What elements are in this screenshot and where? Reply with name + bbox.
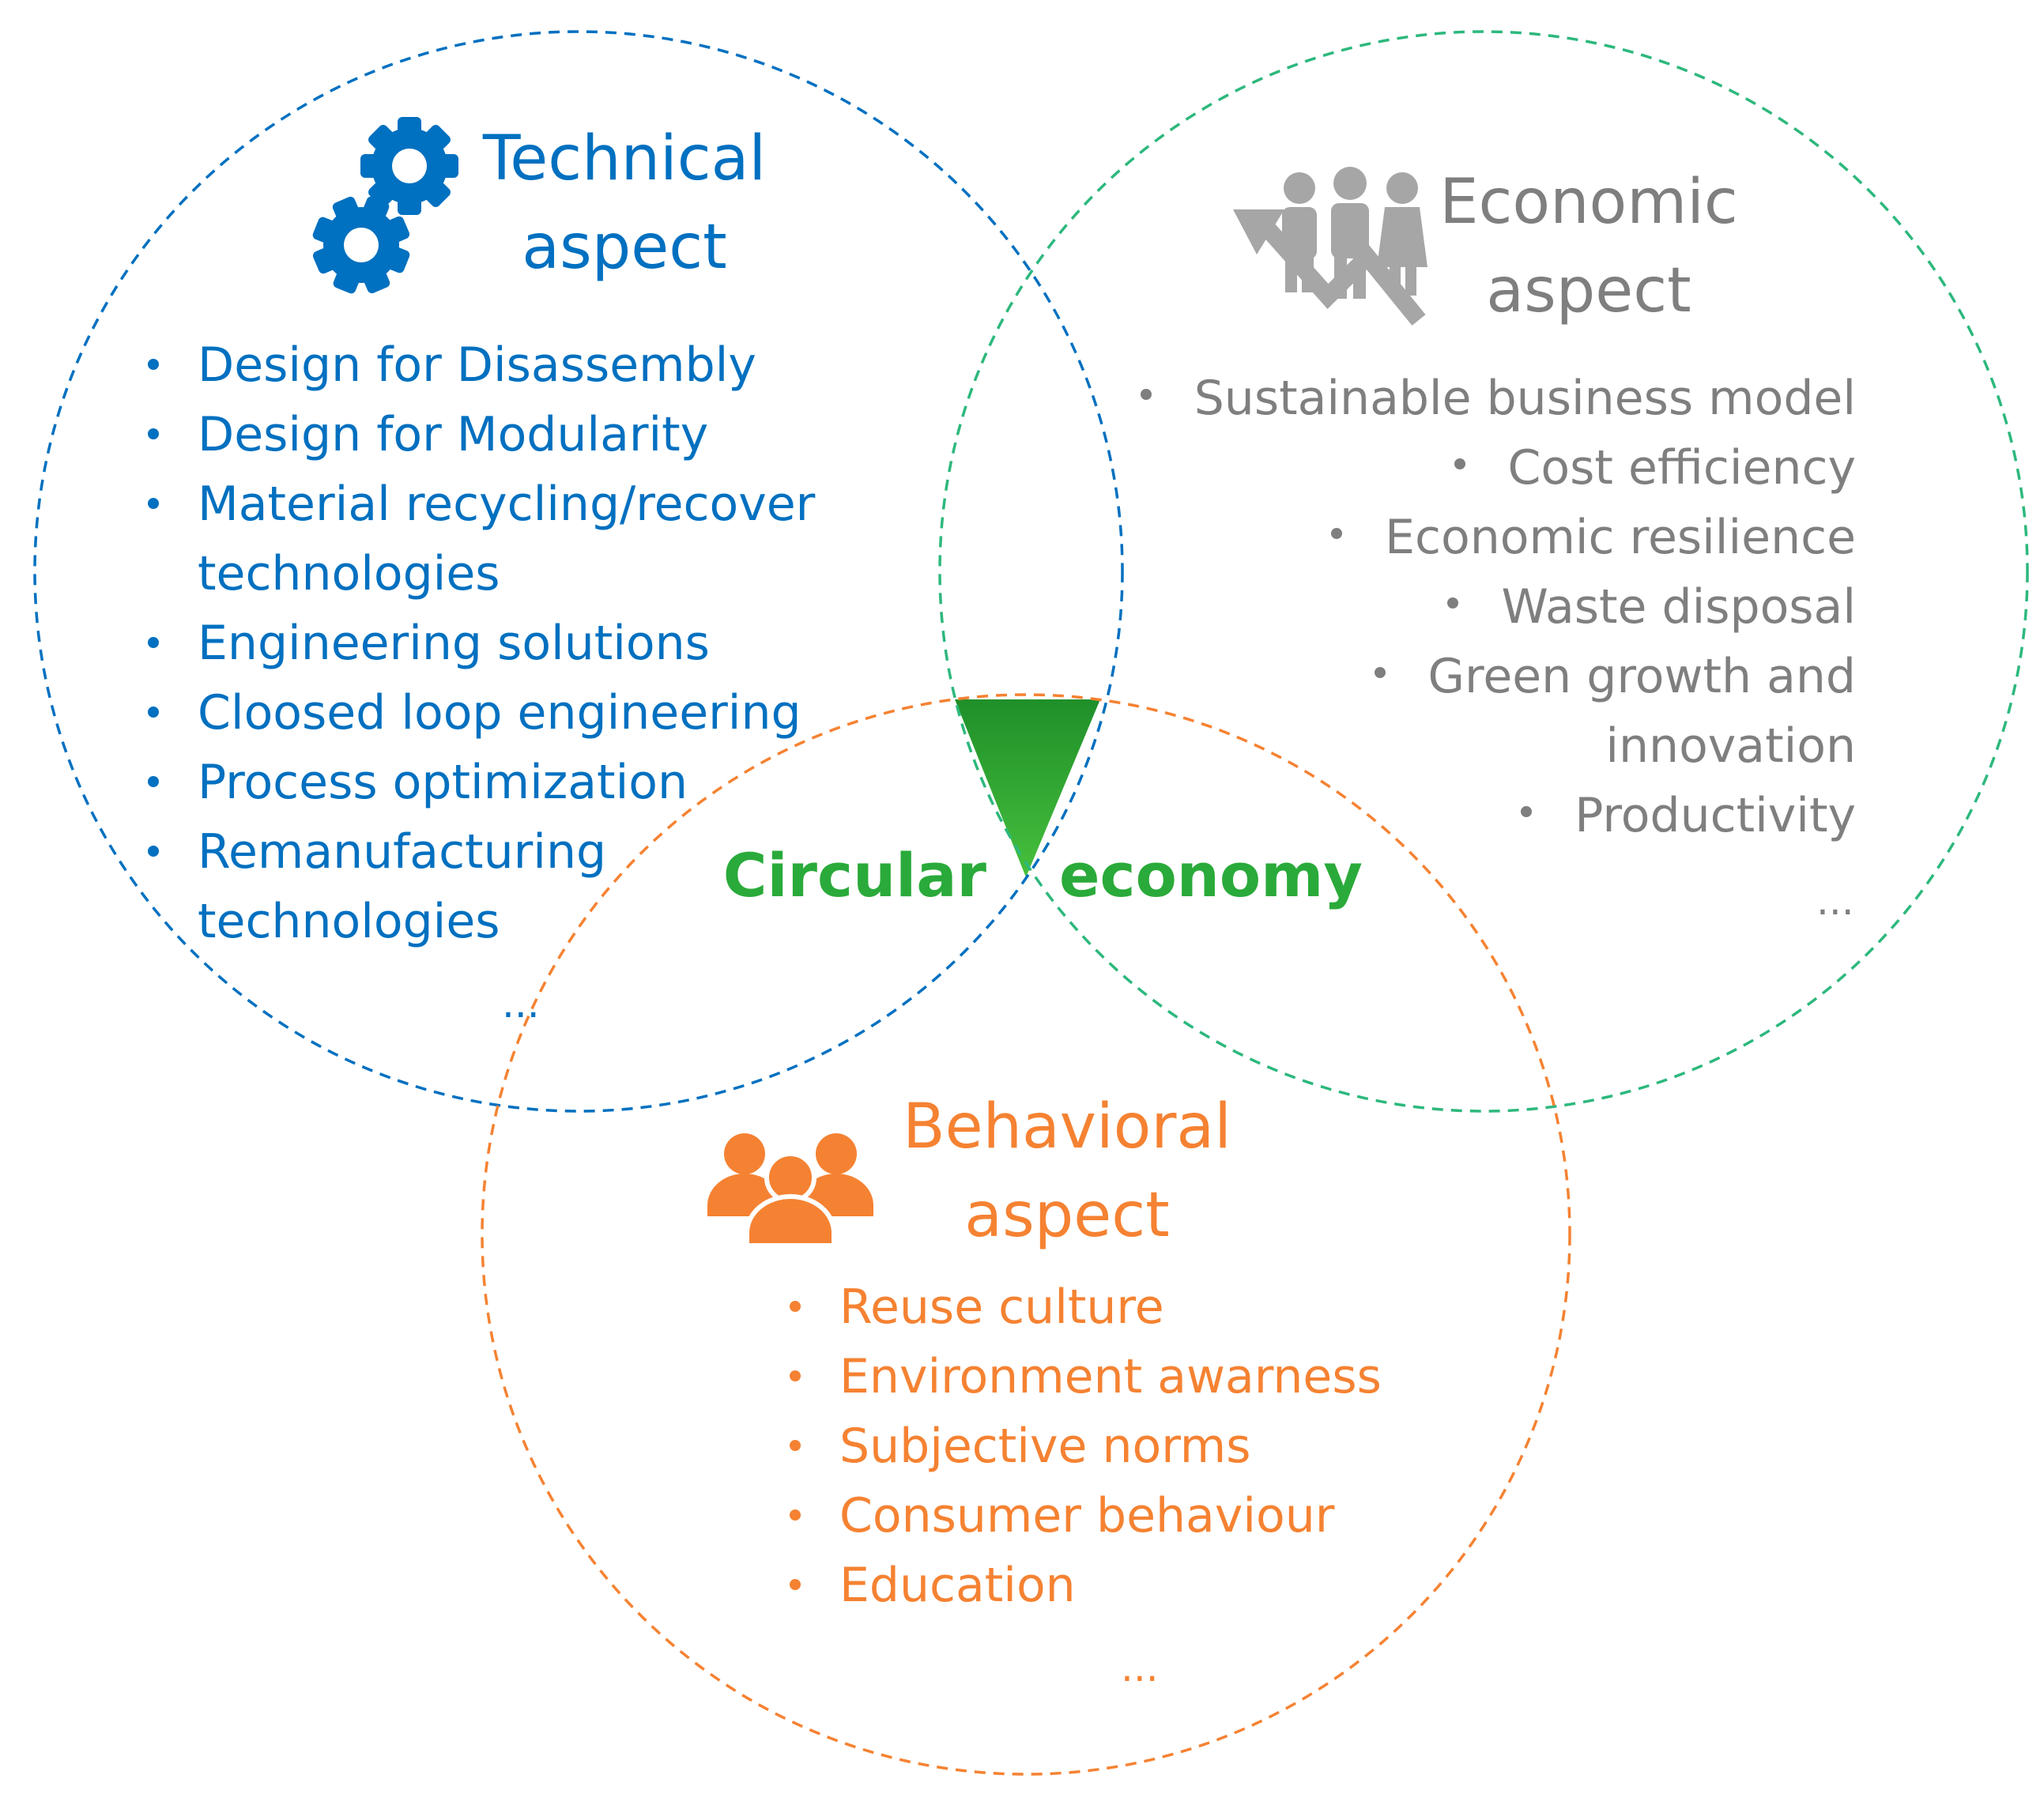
economic-more: ... (1816, 878, 1854, 924)
list-item: Design for Modularity (142, 400, 815, 469)
behavioral-more: ... (1121, 1645, 1159, 1690)
list-item: Cost efficiency (1141, 433, 1856, 503)
list-item: Sustainable business model (1141, 364, 1856, 433)
list-item: Consumer behaviour (784, 1481, 1382, 1551)
list-item: Economic resilience (1141, 503, 1856, 572)
center-triangle-icon (955, 699, 1100, 877)
group-people-icon (707, 1133, 873, 1248)
list-item-continuation: technologies (198, 894, 500, 949)
list-item: Cloosed loop engineering (142, 678, 815, 748)
list-item: Waste disposal (1141, 572, 1856, 642)
behavioral-title-line2: aspect (964, 1180, 1170, 1251)
list-item-continuation: technologies (198, 546, 500, 601)
economic-list: Sustainable business model Cost efficien… (1141, 364, 1856, 850)
economic-heading: Economic aspect (1423, 158, 1755, 335)
list-item: Environment awarness (784, 1342, 1382, 1411)
behavioral-heading: Behavioral aspect (885, 1083, 1249, 1260)
technical-circle (33, 30, 1124, 1113)
circular-label: Circular (722, 840, 986, 910)
technical-more: ... (502, 981, 540, 1027)
list-item: Education (784, 1551, 1382, 1620)
economic-title-line1: Economic (1439, 167, 1738, 238)
economy-label: economy (1059, 840, 1363, 910)
gears-icon (312, 117, 458, 294)
list-item: Design for Disassembly (142, 330, 815, 400)
list-item: Process optimization (142, 748, 815, 817)
technical-list: Design for Disassembly Design for Modula… (142, 330, 815, 956)
behavioral-title-line1: Behavioral (903, 1091, 1231, 1163)
list-item: Reuse culture (784, 1272, 1382, 1342)
technical-heading: Technical aspect (474, 115, 775, 292)
economic-circle (938, 30, 2029, 1113)
economic-title-line2: aspect (1486, 255, 1691, 326)
list-item: Remanufacturing (142, 817, 815, 887)
list-item: Productivity (1141, 781, 1856, 850)
technical-title-line1: Technical (482, 123, 767, 194)
behavioral-circle (481, 693, 1571, 1776)
technical-title-line2: aspect (522, 212, 727, 283)
list-item: Green growth and (1141, 642, 1857, 711)
list-item: Engineering solutions (142, 609, 815, 678)
behavioral-list: Reuse culture Environment awarness Subje… (784, 1272, 1382, 1620)
list-item-continuation: innovation (1605, 718, 1856, 774)
list-item: Material recycling/recover (142, 469, 815, 539)
people-growth-arrow-icon (1233, 167, 1427, 326)
list-item: Subjective norms (784, 1411, 1382, 1481)
